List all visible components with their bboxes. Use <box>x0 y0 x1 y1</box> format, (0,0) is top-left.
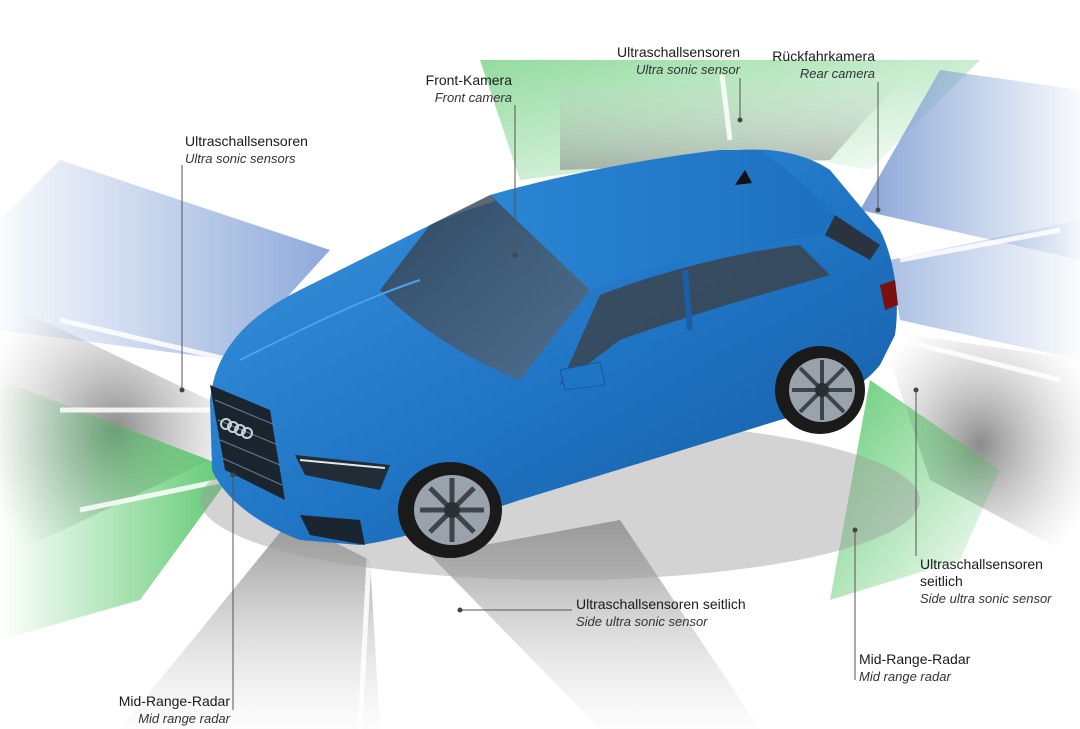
label-radar-rear-de: Mid-Range-Radar <box>859 651 971 667</box>
rear-ground-zone <box>880 330 1080 560</box>
label-radar-rear: Mid-Range-Radar Mid range radar <box>859 651 1009 685</box>
label-radar-front: Mid-Range-Radar Mid range radar <box>70 693 230 727</box>
label-rear-camera-en: Rear camera <box>799 66 875 81</box>
label-radar-front-en: Mid range radar <box>138 711 230 726</box>
label-ultrasonic-front-de: Ultraschallsensoren <box>185 133 308 149</box>
rear-window <box>825 215 880 260</box>
front-grille <box>210 385 285 500</box>
label-ultrasonic-top: Ultraschallsensoren Ultra sonic sensor <box>580 44 740 78</box>
sensor-zones <box>0 60 1080 729</box>
label-front-camera: Front-Kamera Front camera <box>380 72 512 106</box>
sensor-points <box>179 117 919 613</box>
label-rear-camera-de: Rückfahrkamera <box>772 48 875 64</box>
windshield <box>380 195 590 380</box>
front-ultrasonic-zone <box>0 160 330 360</box>
rear-wheel <box>775 346 865 434</box>
side-mirror <box>559 361 606 391</box>
front-radar-zone <box>0 380 235 640</box>
side-windows <box>560 245 830 385</box>
label-ultrasonic-top-de: Ultraschallsensoren <box>617 44 740 60</box>
headlight <box>295 455 390 490</box>
leader-lines <box>181 78 917 710</box>
front-wheel <box>398 462 502 558</box>
label-radar-front-de: Mid-Range-Radar <box>118 693 230 709</box>
label-ultrasonic-top-en: Ultra sonic sensor <box>635 62 740 77</box>
label-side-ultrasonic-right-de2: seitlich <box>920 573 963 589</box>
label-front-camera-de: Front-Kamera <box>425 72 512 88</box>
label-side-ultrasonic-bottom-de: Ultraschallsensoren seitlich <box>576 596 746 612</box>
label-radar-rear-en: Mid range radar <box>859 669 951 684</box>
side-bottom-ground-zone <box>430 520 760 729</box>
rear-radar-zone <box>830 380 1000 600</box>
front-bottom-ground-zone <box>120 520 380 729</box>
car-roof <box>490 150 835 290</box>
label-side-ultrasonic-bottom: Ultraschallsensoren seitlich Side ultra … <box>576 596 796 630</box>
car-illustration <box>200 149 920 580</box>
label-side-ultrasonic-right-de1: Ultraschallsensoren <box>920 556 1043 572</box>
rear-camera-zone <box>860 70 1080 260</box>
label-side-ultrasonic-bottom-en: Side ultra sonic sensor <box>576 614 708 629</box>
label-side-ultrasonic-right-en: Side ultra sonic sensor <box>920 591 1052 606</box>
label-ultrasonic-front-en: Ultra sonic sensors <box>185 151 296 166</box>
label-side-ultrasonic-right: Ultraschallsensoren seitlich Side ultra … <box>920 556 1075 607</box>
label-rear-camera: Rückfahrkamera Rear camera <box>745 48 875 82</box>
label-front-camera-en: Front camera <box>434 90 512 105</box>
brand-rings-icon <box>220 418 253 439</box>
label-ultrasonic-front: Ultraschallsensoren Ultra sonic sensors <box>185 133 355 167</box>
light-beams <box>59 74 1061 729</box>
